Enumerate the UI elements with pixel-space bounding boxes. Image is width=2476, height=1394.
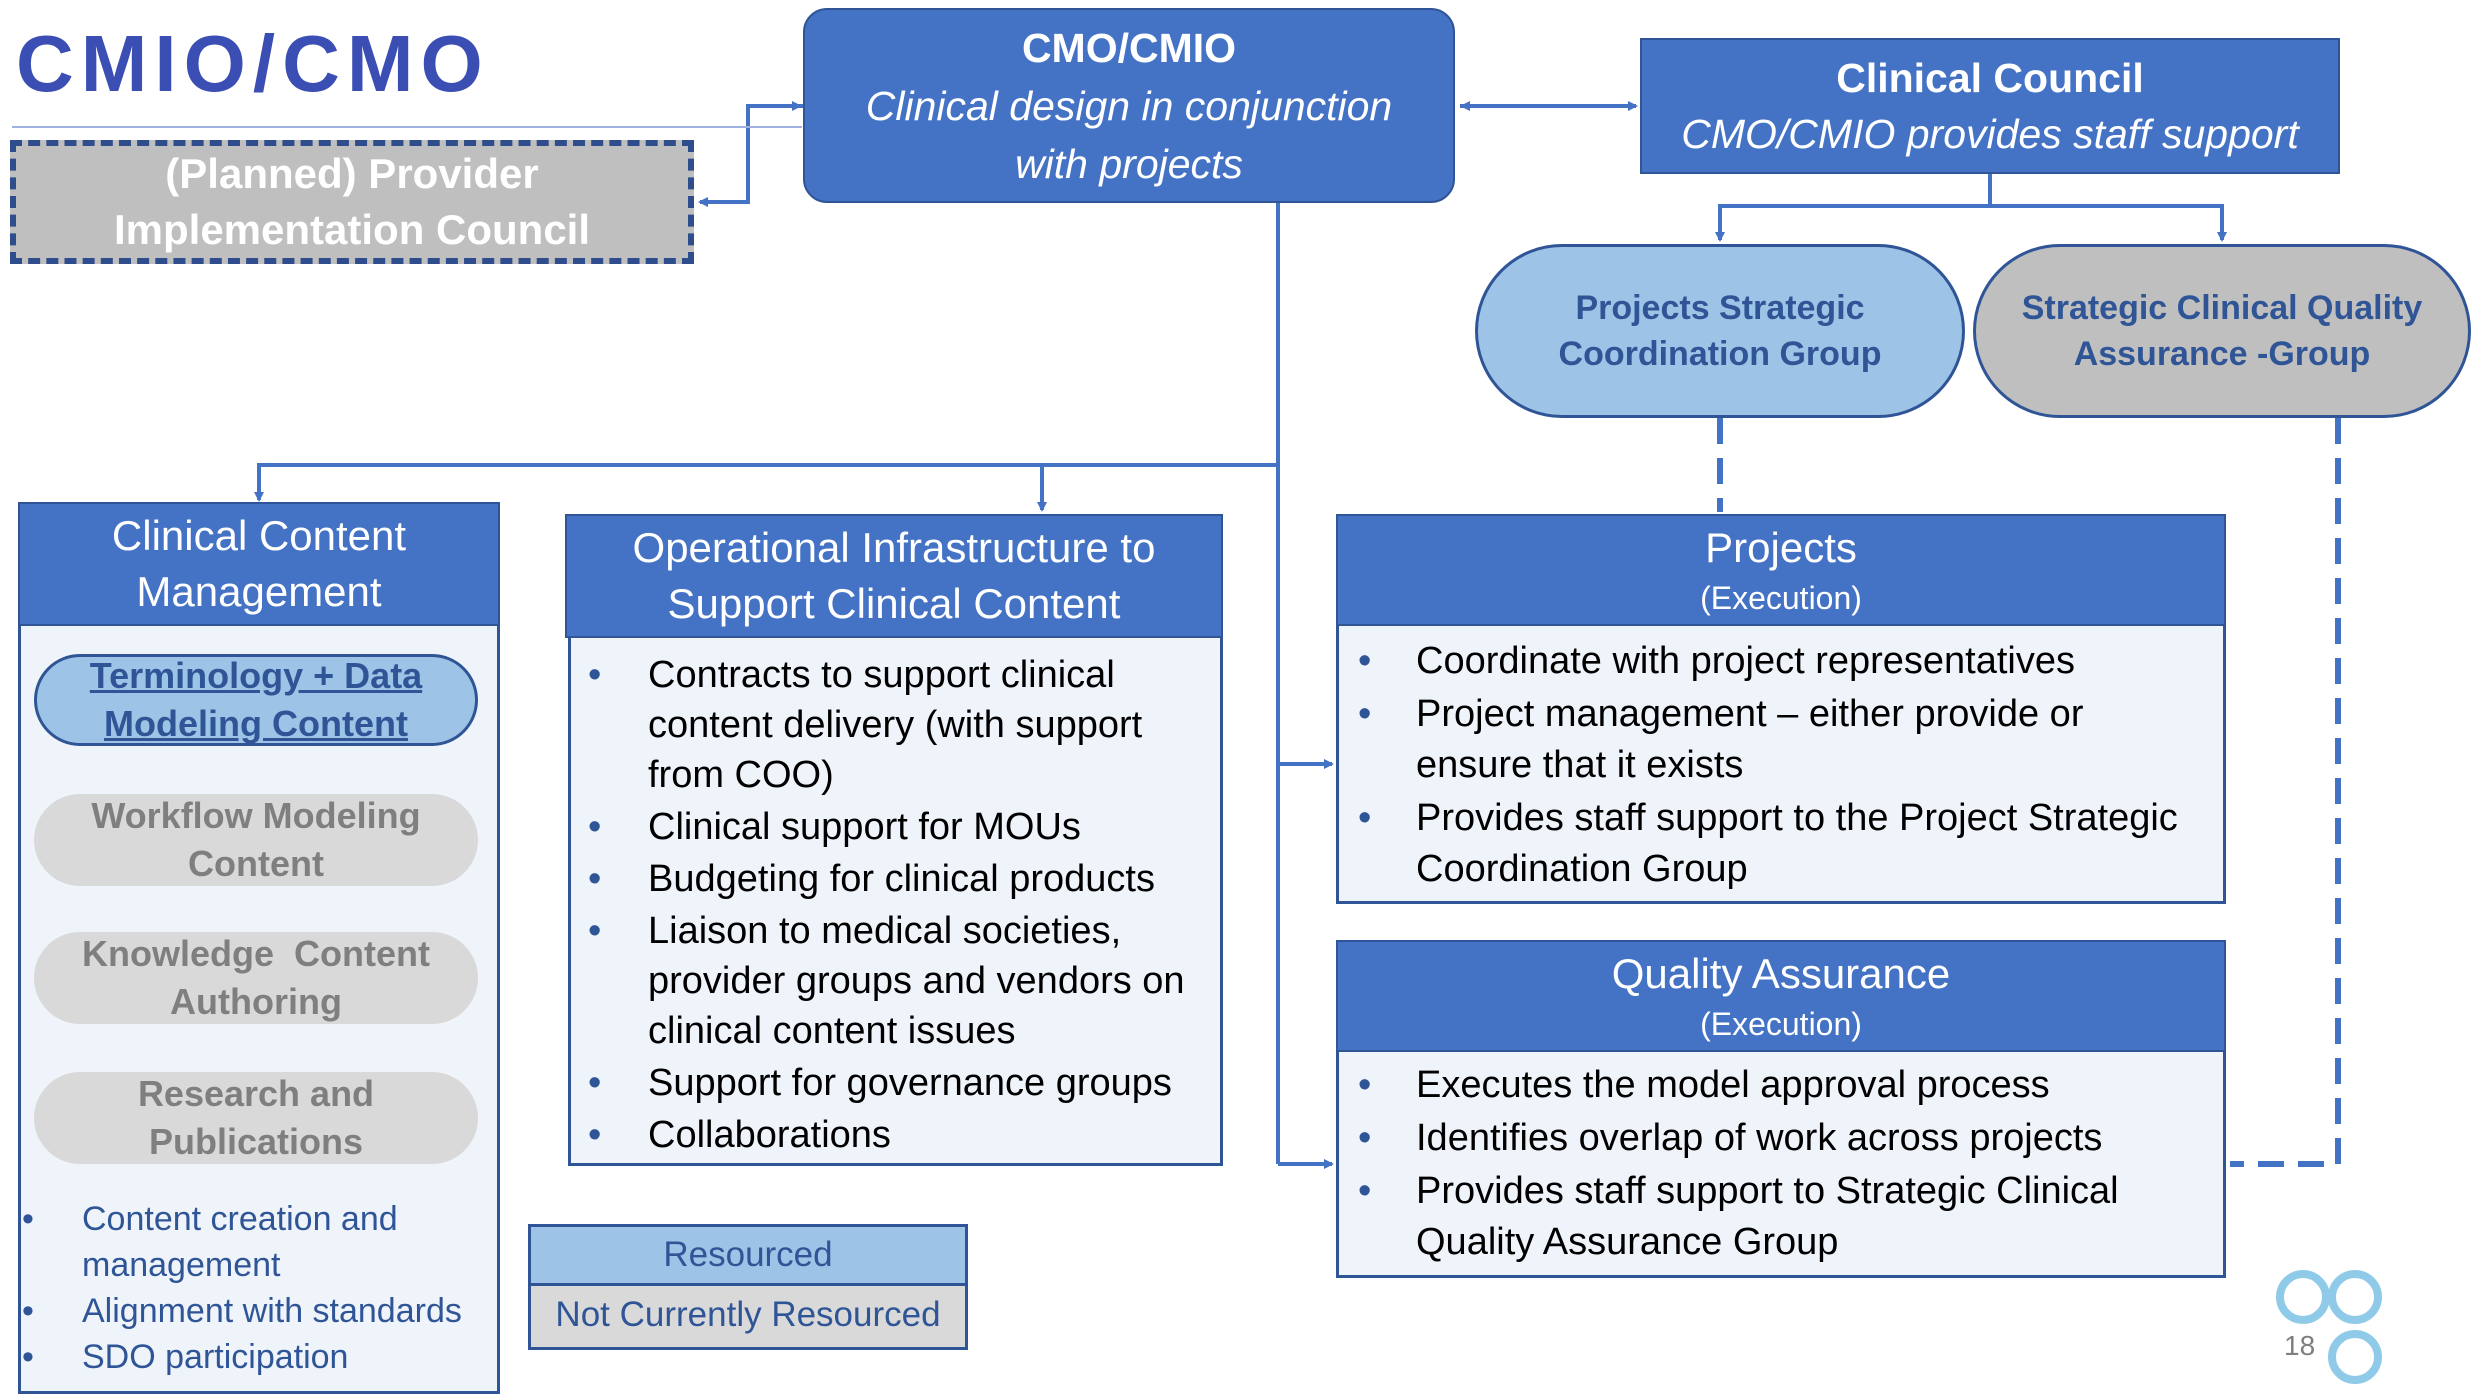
ccm-item-research: Research and Publications [34,1072,478,1164]
legend-not-resourced: Not Currently Resourced [528,1286,968,1350]
slide-title: CMIO/CMO [16,19,490,108]
scq-label: Strategic Clinical Quality Assurance -Gr… [2021,289,2423,373]
legend-resourced: Resourced [528,1224,968,1286]
qa-title: Quality Assurance [1611,950,1951,997]
ccm-header: Clinical Content Management [18,502,500,626]
list-item: Contracts to support clinical content de… [580,650,1210,800]
qa-bullet-list: Executes the model approval process Iden… [1350,1060,2220,1270]
planned-council-label: (Planned) Provider Implementation Counci… [113,150,591,253]
list-item: Support for governance groups [580,1058,1210,1108]
list-item: Identifies overlap of work across projec… [1350,1113,2220,1164]
connector-council-groups [1715,174,1992,242]
council-title: Clinical Council [1836,55,2144,101]
projects-strategic-group-pill: Projects Strategic Coordination Group [1475,244,1965,418]
cmo-title: CMO/CMIO [1021,24,1237,71]
list-item: Project management – either provide or e… [1350,689,2116,791]
ccm-item-label: Terminology + Data Modeling Content [89,655,423,744]
list-item: Collaborations [580,1110,1210,1160]
list-item: Alignment with standards [22,1288,492,1334]
ccm-bullet-list: Content creation and management Alignmen… [22,1196,492,1380]
strategic-clinical-qa-group-pill: Strategic Clinical Quality Assurance -Gr… [1973,244,2471,418]
list-item: Liaison to medical societies, provider g… [580,906,1210,1056]
ccm-item-terminology[interactable]: Terminology + Data Modeling Content [34,654,478,746]
clinical-council-box: Clinical Council CMO/CMIO provides staff… [1640,38,2340,174]
projects-subtitle: (Execution) [1700,580,1862,616]
planned-provider-council-box: (Planned) Provider Implementation Counci… [10,140,694,264]
list-item: Executes the model approval process [1350,1060,2220,1111]
projects-bullet-list: Coordinate with project representatives … [1350,636,2220,897]
logo-rings-icon [2276,1270,2406,1390]
cmo-cmio-box: CMO/CMIO Clinical design in conjunction … [803,8,1455,203]
council-subtitle: CMO/CMIO provides staff support [1681,111,2299,157]
page-number: 18 [2284,1330,2316,1361]
dashed-scq-qa [2230,418,2341,1167]
list-item: SDO participation [22,1334,492,1380]
ccm-item-knowledge: Knowledge Content Authoring [34,932,478,1024]
ccm-item-label: Knowledge Content Authoring [82,933,439,1022]
ccm-title: Clinical Content Management [111,512,407,615]
cmo-subtitle: Clinical design in conjunction with proj… [865,82,1393,187]
ccm-item-workflow: Workflow Modeling Content [34,794,478,886]
projects-header: Projects (Execution) [1336,514,2226,626]
list-item: Content creation and management [22,1196,492,1288]
list-item: Provides staff support to Strategic Clin… [1350,1166,2220,1268]
list-item: Budgeting for clinical products [580,854,1210,904]
title-divider [12,126,802,128]
list-item: Coordinate with project representatives [1350,636,2220,687]
oi-title: Operational Infrastructure to Support Cl… [632,524,1156,627]
list-item: Provides staff support to the Project St… [1350,793,2220,895]
oi-bullet-list: Contracts to support clinical content de… [580,650,1210,1162]
connector-cmo-planned [698,104,803,207]
projects-title: Projects [1705,524,1857,571]
psc-label: Projects Strategic Coordination Group [1558,289,1882,373]
ccm-item-label: Research and Publications [137,1073,375,1162]
qa-subtitle: (Execution) [1700,1006,1862,1042]
list-item: Clinical support for MOUs [580,802,1210,852]
ccm-item-label: Workflow Modeling Content [91,795,421,884]
qa-header: Quality Assurance (Execution) [1336,940,2226,1052]
oi-header: Operational Infrastructure to Support Cl… [565,514,1223,638]
